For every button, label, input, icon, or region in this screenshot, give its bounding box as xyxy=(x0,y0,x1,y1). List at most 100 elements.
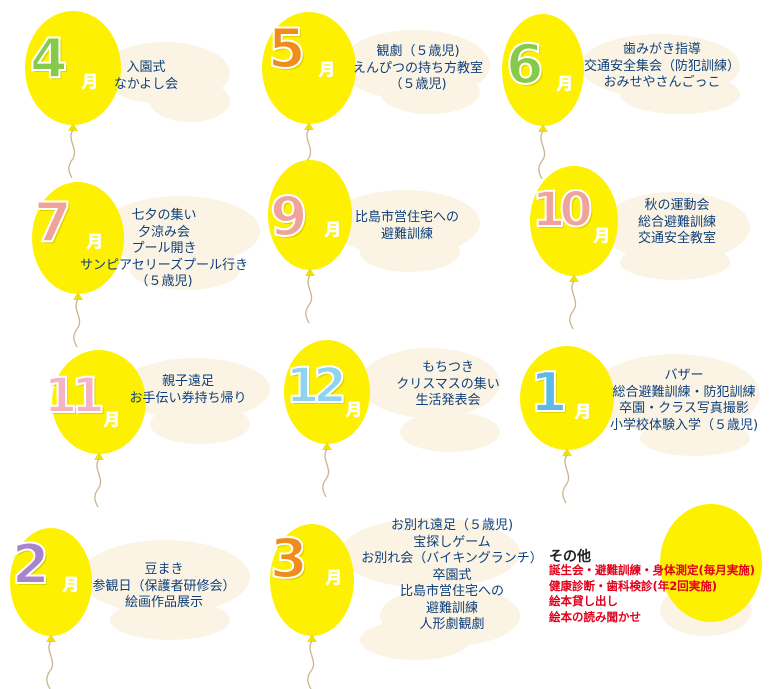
balloon-string xyxy=(94,458,102,508)
event-item: 交通安全教室 xyxy=(637,231,717,246)
month-number: 4 xyxy=(29,27,68,90)
event-item: なかよし会 xyxy=(113,76,179,92)
event-item: 比島市営住宅への xyxy=(399,584,504,599)
event-item: 観劇（５歳児) xyxy=(376,44,460,59)
balloon-knot xyxy=(73,292,83,300)
cloud xyxy=(400,412,500,452)
other-balloon xyxy=(660,504,762,622)
event-list: 秋の運動会総合避難訓練交通安全教室 xyxy=(638,198,716,248)
cloud xyxy=(130,250,240,290)
event-list: 親子遠足お手伝い券持ち帰り xyxy=(129,374,246,407)
balloon-string xyxy=(68,129,76,179)
event-item: 参観日（保護者研修会） xyxy=(92,578,236,594)
month-suffix: 月 xyxy=(575,402,592,421)
balloon xyxy=(270,524,354,636)
cloud xyxy=(110,600,230,640)
balloon-knot xyxy=(94,452,104,460)
cloud xyxy=(360,620,470,660)
event-list: お別れ遠足（５歳児)宝探しゲームお別れ会（バイキングランチ）卒園式比島市営住宅へ… xyxy=(361,518,543,634)
cloud xyxy=(150,80,230,122)
cloud xyxy=(620,74,740,114)
event-list: 観劇（５歳児)えんぴつの持ち方教室（５歳児) xyxy=(353,44,483,94)
balloon xyxy=(262,12,356,124)
event-item: 宝探しゲーム xyxy=(413,534,491,550)
other-item: 誕生会・避難訓練・身体測定(毎月実施) xyxy=(549,563,756,577)
event-item: サンピアセリーズプール行き xyxy=(79,257,249,273)
balloon xyxy=(52,350,146,454)
cloud xyxy=(360,232,460,272)
balloon-string xyxy=(73,298,81,348)
cloud xyxy=(640,420,750,456)
event-item: えんぴつの持ち方教室 xyxy=(352,60,484,76)
event-list: 豆まき参観日（保護者研修会）絵画作品展示 xyxy=(92,562,235,612)
balloon xyxy=(530,166,618,276)
balloon-string xyxy=(569,280,577,330)
month-suffix: 月 xyxy=(63,575,80,594)
balloon-string xyxy=(322,448,330,498)
month-suffix: 月 xyxy=(325,220,342,239)
cloud xyxy=(380,70,480,114)
balloon-string xyxy=(305,274,313,324)
month-suffix: 月 xyxy=(326,568,343,587)
event-item: 卒園・クラス写真撮影 xyxy=(619,401,749,416)
balloon xyxy=(502,14,584,126)
event-item: 秋の運動会 xyxy=(644,198,710,213)
event-item: 絵画作品展示 xyxy=(124,595,204,610)
event-list: 七夕の集い夕涼み会プール開きサンピアセリーズプール行き（５歳児) xyxy=(80,208,248,291)
event-item: 避難訓練 xyxy=(380,226,434,242)
event-item: おみせやさんごっこ xyxy=(603,75,721,90)
month-number: 7 xyxy=(33,191,72,254)
event-list: 歯みがき指導交通安全集会（防犯訓練）おみせやさんごっこ xyxy=(584,42,740,92)
event-item: お別れ会（バイキングランチ） xyxy=(361,551,543,566)
event-item: 人形劇観劇 xyxy=(419,617,485,632)
event-item: 親子遠足 xyxy=(161,374,215,389)
other-item: 健康診断・歯科検診(年2回実施) xyxy=(549,578,718,593)
balloon-string xyxy=(46,640,54,689)
month-number: 6 xyxy=(505,33,544,96)
cloud xyxy=(360,348,500,418)
month-suffix: 月 xyxy=(346,400,363,419)
event-item: お手伝い券持ち帰り xyxy=(129,390,247,406)
month-number: 9 xyxy=(269,185,308,248)
balloon-knot xyxy=(304,122,314,130)
event-item: 夕涼み会 xyxy=(137,224,190,240)
cloud xyxy=(340,518,520,588)
balloon-knot xyxy=(562,448,572,456)
event-item: 小学校体験入学（５歳児) xyxy=(609,417,759,433)
balloon-string xyxy=(562,454,570,504)
month-suffix: 月 xyxy=(594,226,611,245)
other-item: 絵本貸し出し xyxy=(549,594,618,608)
balloon-knot xyxy=(46,634,56,642)
month-number: 5 xyxy=(267,17,306,80)
event-list: 入園式なかよし会 xyxy=(114,60,178,93)
month-suffix: 月 xyxy=(557,74,574,93)
event-item: 生活発表会 xyxy=(415,393,481,408)
month-number: 2 xyxy=(11,533,50,596)
other-item: 絵本の読み聞かせ xyxy=(549,609,641,624)
balloon xyxy=(25,11,121,125)
balloon xyxy=(10,528,92,636)
balloon-knot xyxy=(322,442,332,450)
balloon xyxy=(32,182,124,294)
month-number: 1 xyxy=(529,361,568,424)
balloon xyxy=(284,340,370,444)
event-list: 比島市営住宅への避難訓練 xyxy=(355,210,459,243)
event-item: 交通安全集会（防犯訓練） xyxy=(583,58,741,74)
other-list: 誕生会・避難訓練・身体測定(毎月実施) 健康診断・歯科検診(年2回実施) 絵本貸… xyxy=(549,563,755,625)
event-item: 入園式 xyxy=(126,60,166,75)
event-item: バザー xyxy=(664,368,704,383)
month-suffix: 月 xyxy=(104,410,121,429)
cloud xyxy=(150,404,250,444)
event-item: 歯みがき指導 xyxy=(622,42,702,57)
balloon-string xyxy=(307,640,315,689)
balloon-knot xyxy=(569,274,579,282)
event-list: もちつきクリスマスの集い生活発表会 xyxy=(396,360,500,410)
event-item: （５歳児) xyxy=(389,77,447,92)
event-item: 比島市営住宅への xyxy=(354,210,460,225)
event-item: お別れ遠足（５歳児) xyxy=(390,518,514,533)
balloon-knot xyxy=(68,123,78,131)
balloon xyxy=(520,346,614,450)
month-number: 3 xyxy=(269,527,308,590)
balloon-knot xyxy=(307,634,317,642)
event-item: もちつき xyxy=(421,360,474,375)
